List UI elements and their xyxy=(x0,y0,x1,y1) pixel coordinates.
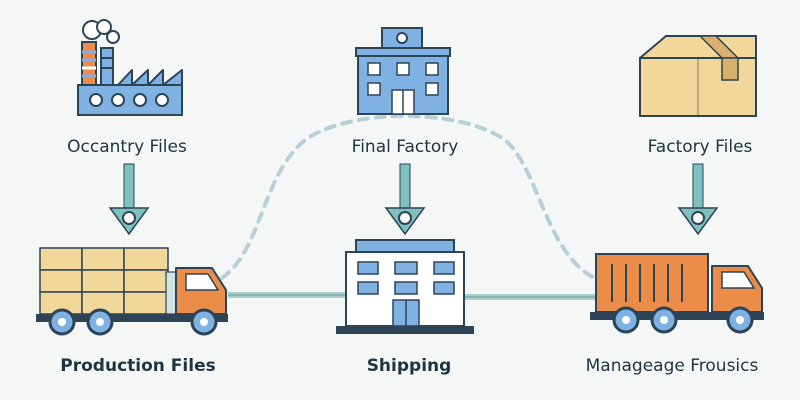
container-truck-icon xyxy=(590,253,764,334)
office-building-icon xyxy=(355,27,451,115)
cardboard-box-icon xyxy=(639,35,757,117)
label-factory-files: Factory Files xyxy=(647,137,753,157)
arrow-left xyxy=(108,163,150,236)
dashed-route-path xyxy=(220,114,600,282)
warehouse-icon xyxy=(336,239,474,334)
label-occantry-files: Occantry Files xyxy=(67,137,187,157)
factory-icon xyxy=(77,19,183,116)
cargo-boxes xyxy=(39,247,169,315)
label-production-files: Production Files xyxy=(60,356,216,376)
label-final-factory: Final Factory xyxy=(351,137,459,157)
label-shipping: Shipping xyxy=(366,356,452,376)
arrow-right xyxy=(677,163,719,236)
label-manageage-frousics: Manageage Frousics xyxy=(585,356,759,376)
arrow-center xyxy=(384,163,426,236)
cargo-truck-icon xyxy=(36,247,228,336)
